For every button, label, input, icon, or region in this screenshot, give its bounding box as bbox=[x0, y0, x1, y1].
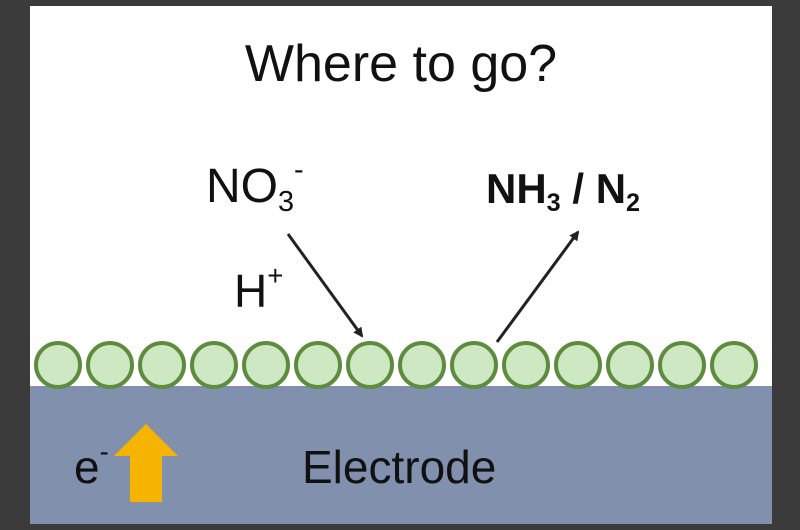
arrow-out-icon bbox=[495, 230, 580, 343]
catalyst-particle-icon bbox=[86, 341, 134, 389]
diagram-graphics bbox=[34, 230, 758, 502]
catalyst-particle-icon bbox=[606, 341, 654, 389]
catalyst-layer bbox=[34, 341, 758, 389]
catalyst-particle-icon bbox=[242, 341, 290, 389]
catalyst-particle-icon bbox=[450, 341, 498, 389]
catalyst-particle-icon bbox=[398, 341, 446, 389]
catalyst-particle-icon bbox=[554, 341, 602, 389]
catalyst-particle-icon bbox=[502, 341, 550, 389]
catalyst-particle-icon bbox=[346, 341, 394, 389]
catalyst-particle-icon bbox=[294, 341, 342, 389]
catalyst-particle-icon bbox=[658, 341, 706, 389]
catalyst-particle-icon bbox=[710, 341, 758, 389]
catalyst-particle-icon bbox=[190, 341, 238, 389]
proton-label: H+ bbox=[234, 259, 284, 317]
electrode-label: Electrode bbox=[302, 441, 497, 493]
products-label: NH3 / N2 bbox=[486, 165, 641, 218]
electron-label: e- bbox=[74, 435, 109, 493]
nitrate-label: NO3- bbox=[206, 153, 304, 219]
electron-up-arrow-icon bbox=[114, 424, 178, 502]
diagram-title: Where to go? bbox=[244, 35, 558, 93]
catalyst-particle-icon bbox=[34, 341, 82, 389]
catalyst-particle-icon bbox=[138, 341, 186, 389]
arrow-in-icon bbox=[286, 233, 364, 338]
diagram-panel: Where to go? NO3- H+ NH3 / N2 e- Electro… bbox=[30, 6, 772, 524]
